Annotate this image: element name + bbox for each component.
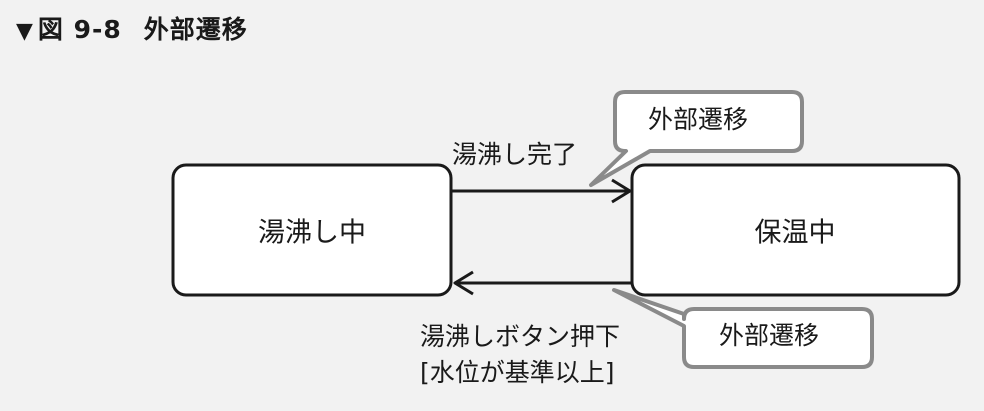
transition-event-to-boiling: 湯沸しボタン押下 [420,322,621,351]
figure-title: ▼図 9-8 外部遷移 [16,10,248,46]
callout-text-top: 外部遷移 [648,105,749,134]
callout-bubble-top [589,90,804,187]
triangle-down-icon: ▼ [16,19,34,44]
arrowhead-left-icon [453,270,474,296]
state-box-boiling [171,163,453,297]
callout-text-bottom: 外部遷移 [719,321,820,350]
figure-number: 図 9-8 [37,15,122,44]
callout-bubble-bottom [612,288,874,369]
state-label-boiling: 湯沸し中 [258,217,366,249]
figure-caption: 外部遷移 [143,15,248,44]
state-box-keep-warm [630,163,961,297]
state-label-keep-warm: 保温中 [754,217,836,249]
transition-guard-to-boiling: [水位が基準以上] [420,358,615,387]
arrowhead-right-icon [611,178,632,204]
transition-event-to-keep-warm: 湯沸し完了 [452,140,578,169]
